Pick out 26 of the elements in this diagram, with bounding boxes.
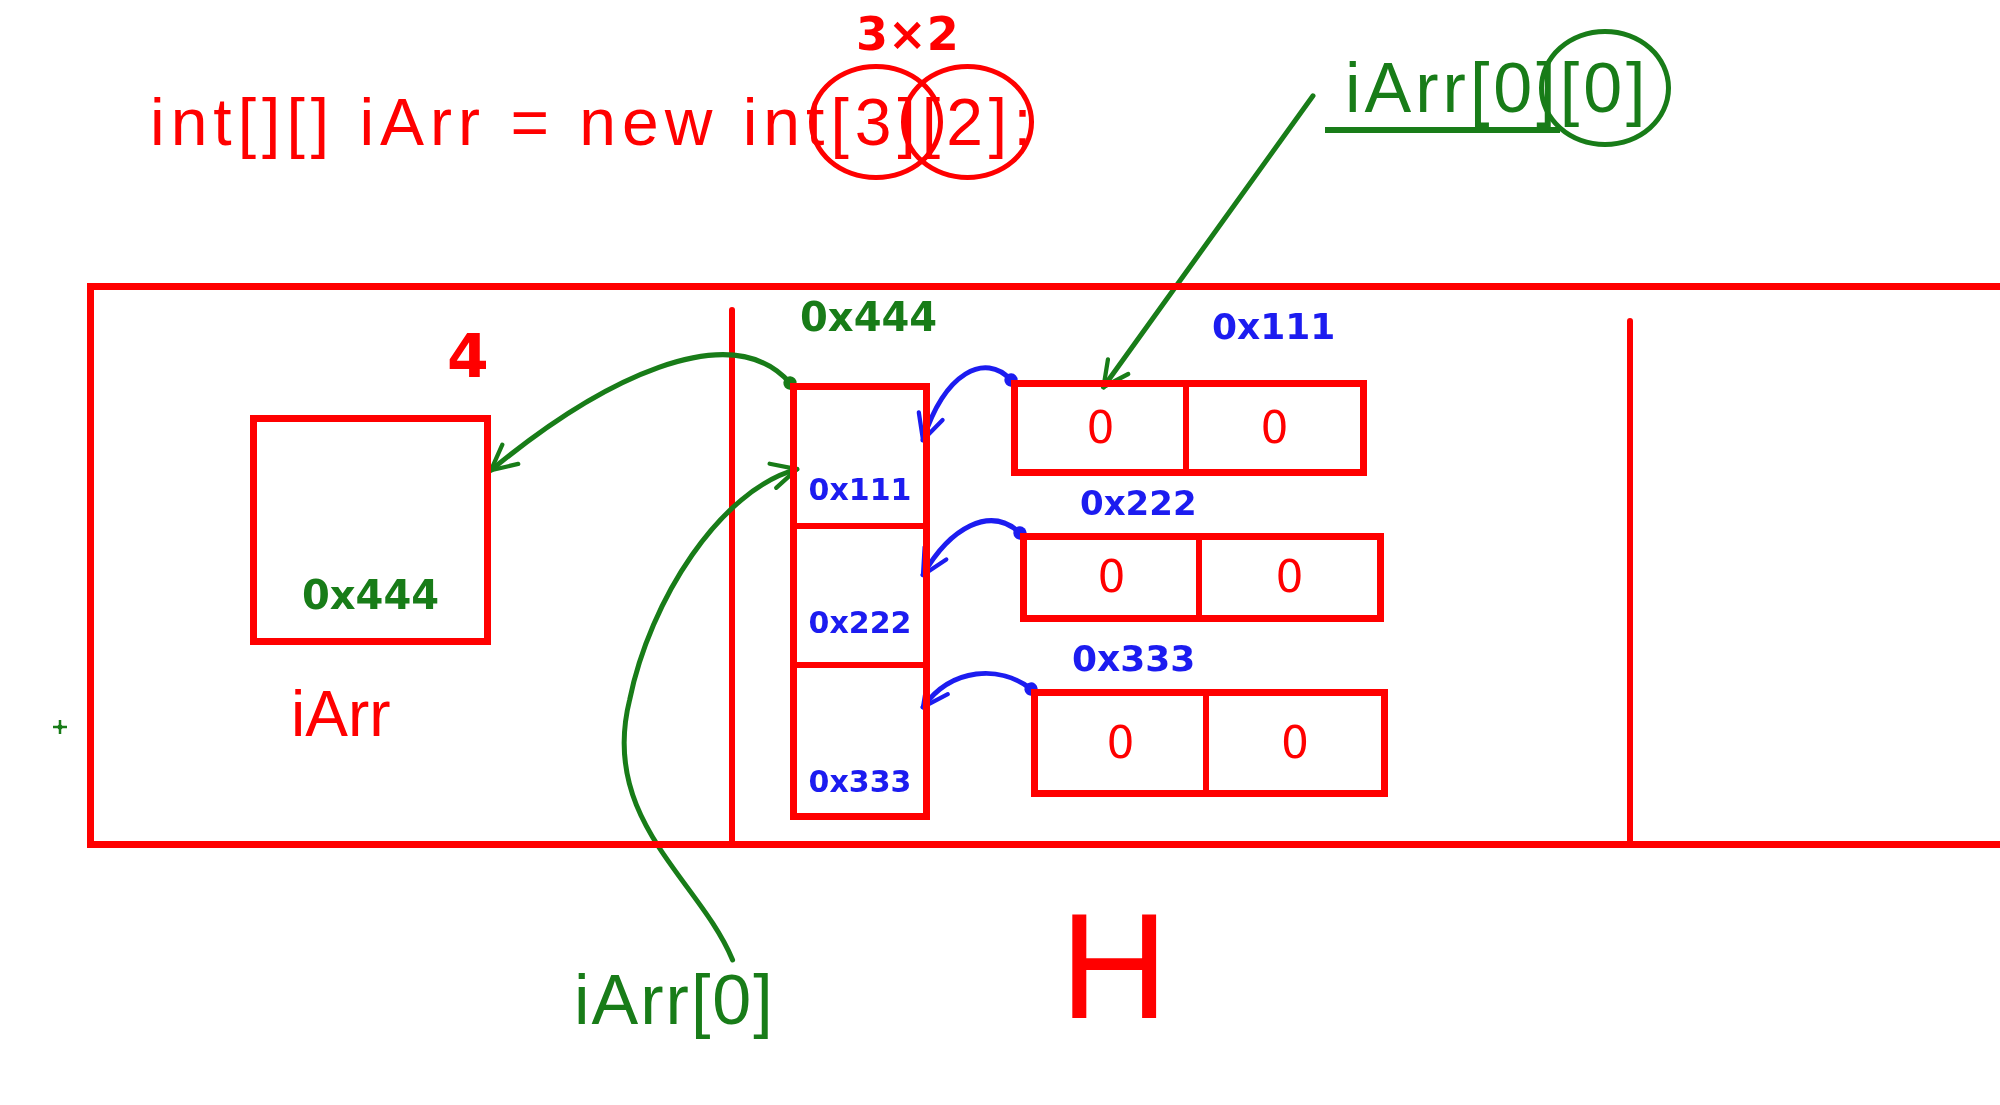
arrow <box>920 670 1038 710</box>
variable-name: iArr <box>291 678 391 752</box>
address-label: 0x333 <box>1072 638 1196 680</box>
array-cell: 0 <box>1038 696 1209 790</box>
array-cell: 0 <box>1202 540 1377 615</box>
array-cell: 0 <box>1189 387 1360 469</box>
address-label: 0x222 <box>1080 484 1197 524</box>
arrow <box>488 352 797 473</box>
region-label: H <box>1060 881 1169 1052</box>
memory-band <box>87 283 2000 848</box>
array-cell: 0 <box>1027 540 1202 615</box>
arrow <box>622 464 800 963</box>
arrow <box>920 518 1027 578</box>
number-note: 4 <box>447 322 489 391</box>
address-label: 0x444 <box>800 294 938 340</box>
arrow <box>1101 93 1316 390</box>
array-cell: 0x111 <box>797 390 923 529</box>
address-label: 0x111 <box>1212 306 1336 348</box>
array-cell: 0x333 <box>797 668 923 813</box>
expression-label: iArr[0] <box>574 960 775 1041</box>
address-value: 0x444 <box>300 572 441 618</box>
size-note: 3×2 <box>856 8 959 61</box>
array-cell: 0x222 <box>797 529 923 668</box>
arrow <box>917 365 1018 443</box>
array-cell: 0 <box>1018 387 1189 469</box>
array-cell: 0 <box>1209 696 1381 790</box>
